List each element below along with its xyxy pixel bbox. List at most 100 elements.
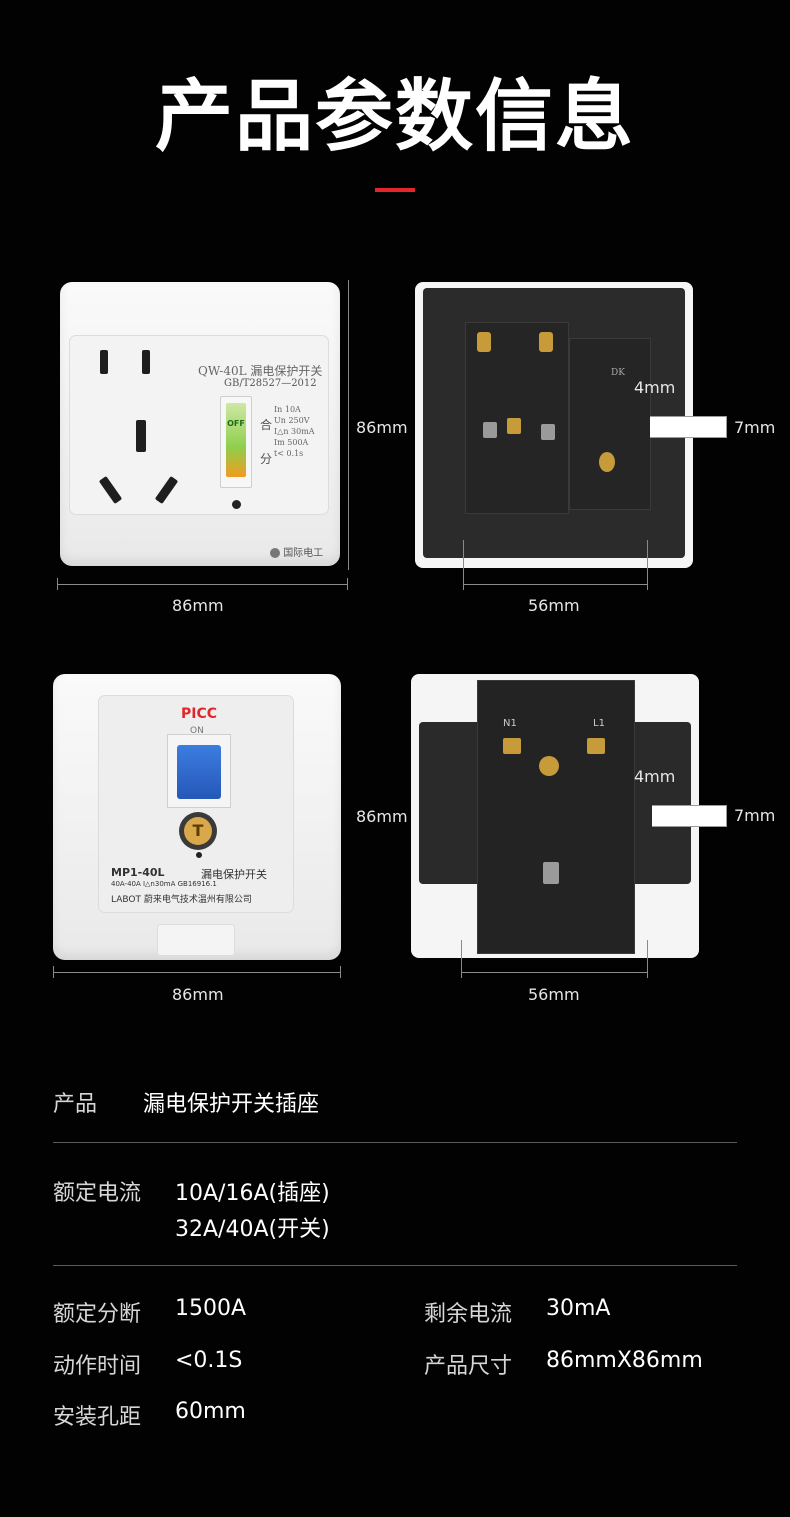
spec-current-value-2: 32A/40A(开关) — [175, 1217, 330, 1242]
socket-hole — [142, 350, 150, 374]
indicator-dot — [196, 852, 202, 858]
dim-tick — [647, 940, 648, 978]
spec-size-label: 产品尺寸 — [424, 1354, 513, 1379]
terminal-screw — [587, 738, 605, 754]
spec-breaking-value: 1500A — [175, 1296, 247, 1321]
rating-line: 40A-40A I△n30mA GB16916.1 — [111, 880, 217, 888]
product1-front-panel — [70, 336, 328, 514]
spec-breaking-label: 额定分断 — [53, 1302, 142, 1327]
spec-time-value: <0.1S — [175, 1348, 243, 1373]
terminal-screw — [507, 418, 521, 434]
test-button[interactable]: T — [179, 812, 217, 850]
dim-line-width — [53, 972, 341, 973]
dim-tick — [347, 578, 348, 590]
back-module — [477, 680, 635, 954]
dim-tick — [461, 940, 462, 978]
dim-label-width: 56mm — [528, 985, 580, 1004]
dim-box-side — [652, 805, 727, 827]
he-label: 合 — [260, 418, 273, 432]
dim-label-height: 86mm — [356, 807, 408, 826]
company-name: 蔚来电气技术温州有限公司 — [143, 895, 252, 905]
front-model: QW-40L 漏电保护开关 — [198, 362, 322, 379]
brand-latin: LABOT — [111, 895, 141, 905]
dim-label-width: 56mm — [528, 596, 580, 615]
name-text: 漏电保护开关 — [250, 364, 323, 378]
dim-tick — [340, 966, 341, 978]
brand-label: 国际电工 — [270, 544, 323, 559]
dim-label-width: 86mm — [172, 596, 224, 615]
dim-line-width — [57, 584, 347, 585]
spec-current-value-1: 10A/16A(插座) — [175, 1181, 330, 1206]
terminal-screw — [477, 332, 491, 352]
cover-tab — [157, 924, 235, 956]
terminal-screw — [483, 422, 497, 438]
breaker-switch[interactable] — [167, 734, 231, 808]
dim-label-depth: 4mm — [634, 767, 676, 786]
dim-tick — [647, 540, 648, 590]
on-label: ON — [190, 726, 204, 736]
spec-size-value: 86mmX86mm — [546, 1348, 703, 1373]
spec-residual-value: 30mA — [546, 1296, 611, 1321]
terminal-screw — [543, 862, 559, 884]
product1-back-plate: DK — [415, 282, 693, 568]
breaker-switch[interactable]: OFF — [220, 396, 252, 488]
spec-product-value: 漏电保护开关插座 — [143, 1092, 320, 1117]
front-model: MP1-40L — [111, 866, 165, 879]
terminal-screw — [539, 332, 553, 352]
dim-label-depth: 4mm — [634, 378, 676, 397]
dim-line-width — [461, 972, 647, 973]
dim-label-side: 7mm — [734, 418, 776, 437]
terminal-screw — [539, 756, 559, 776]
dim-label-height: 86mm — [356, 418, 408, 437]
terminal-label: L1 — [593, 718, 605, 729]
spec-current-label: 额定电流 — [53, 1181, 142, 1206]
rating-line: t< 0.1s — [274, 449, 304, 458]
back-module — [569, 338, 651, 510]
switch-state: OFF — [227, 419, 245, 428]
title-accent-bar — [375, 188, 415, 192]
indicator-dot — [232, 500, 241, 509]
test-button-face: T — [184, 817, 212, 845]
dim-box-side — [650, 416, 727, 438]
spec-product-label: 产品 — [53, 1092, 98, 1117]
spec-divider — [53, 1265, 737, 1266]
terminal-screw — [541, 424, 555, 440]
fen-label: 分 — [260, 452, 273, 466]
rating-line: Im 500A — [274, 438, 309, 447]
front-name: 漏电保护开关 — [201, 868, 267, 881]
back-dk-text: DK — [611, 368, 625, 378]
spec-time-label: 动作时间 — [53, 1354, 142, 1379]
spec-hole-label: 安装孔距 — [53, 1405, 142, 1430]
picc-logo: PICC — [181, 706, 218, 722]
rating-list: In 10A Un 250V I△n 30mA Im 500A t< 0.1s — [274, 404, 315, 459]
rating-line: Un 250V — [274, 416, 310, 425]
company-line: LABOT 蔚来电气技术温州有限公司 — [111, 892, 252, 905]
terminal-screw — [503, 738, 521, 754]
dim-line-width — [463, 584, 647, 585]
model-text: QW-40L — [198, 364, 247, 378]
dim-line-height — [348, 280, 349, 570]
terminal-screw — [599, 452, 615, 472]
spec-divider — [53, 1142, 737, 1143]
brand-text: 国际电工 — [283, 548, 324, 559]
brand-logo-icon — [270, 548, 280, 558]
rating-line: In 10A — [274, 405, 301, 414]
switch-lever — [177, 745, 221, 799]
spec-hole-value: 60mm — [175, 1399, 246, 1424]
dim-label-width: 86mm — [172, 985, 224, 1004]
rating-line: I△n 30mA — [274, 427, 315, 436]
front-standard: GB/T28527—2012 — [224, 378, 317, 389]
dim-tick — [53, 966, 54, 978]
product2-back-plate: N1 L1 — [411, 674, 699, 958]
dim-label-side: 7mm — [734, 806, 776, 825]
dim-tick — [57, 578, 58, 590]
socket-hole — [136, 420, 146, 452]
product1-front-plate: QW-40L 漏电保护开关 GB/T28527—2012 OFF 合 分 In … — [60, 282, 340, 566]
terminal-label: N1 — [503, 718, 517, 729]
spec-residual-label: 剩余电流 — [424, 1302, 513, 1327]
switch-lever: OFF — [226, 403, 246, 477]
product2-front-plate: PICC ON T MP1-40L 漏电保护开关 40A-40A I△n30mA… — [53, 674, 341, 960]
socket-hole — [100, 350, 108, 374]
dim-tick — [463, 540, 464, 590]
page-title: 产品参数信息 — [154, 72, 635, 162]
